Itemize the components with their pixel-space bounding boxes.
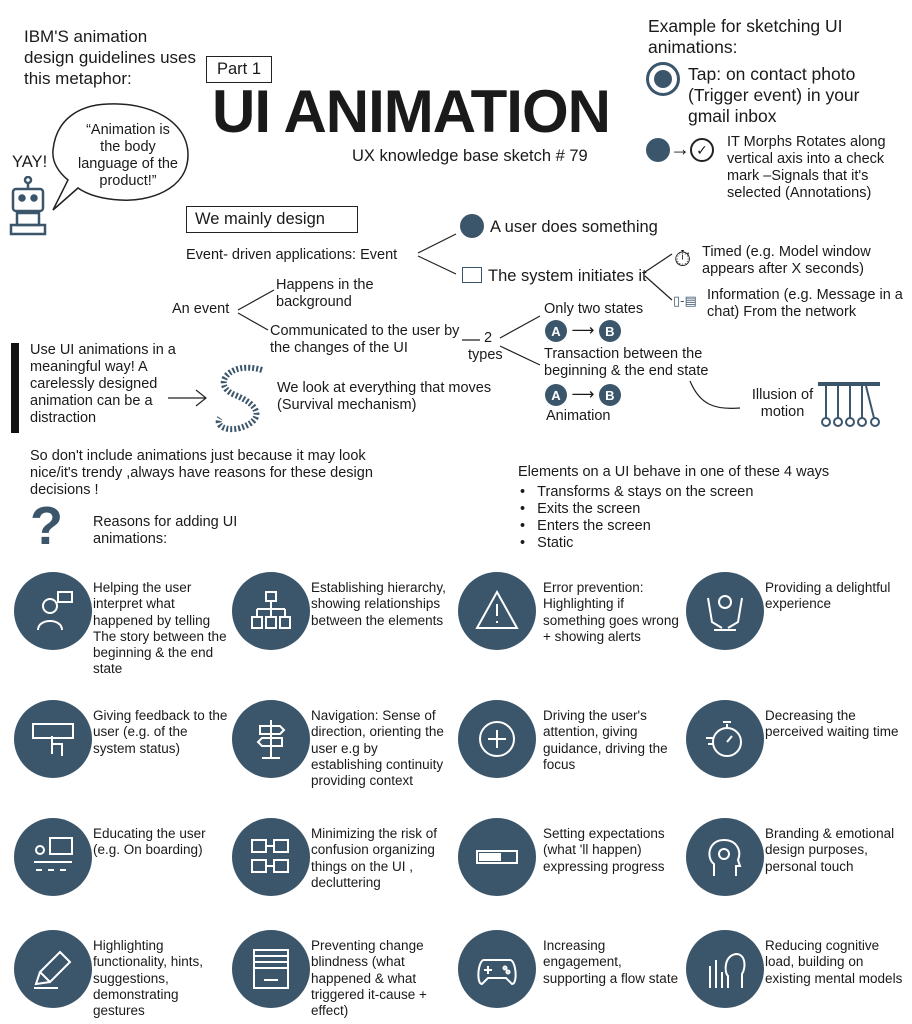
intro-text: IBM'S animation design guidelines uses t… — [24, 27, 197, 88]
reason-text: Branding & emotional design purposes, pe… — [765, 826, 895, 874]
way-item: • Enters the screen — [520, 518, 651, 534]
ways-list: • Transforms & stays on the screen • Exi… — [520, 484, 753, 552]
quote-text: “Animation is the body language of the p… — [78, 122, 178, 189]
morph-text: IT Morphs Rotates along vertical axis in… — [727, 134, 886, 201]
yay-text: YAY! — [12, 153, 48, 171]
reason-text: Educating the user (e.g. On boarding) — [93, 826, 206, 858]
reason-text: Setting expectations (what 'll happen) e… — [543, 826, 665, 874]
reason-text: Giving feedback to the user (e.g. of the… — [93, 708, 228, 756]
moves-text: We look at everything that moves (Surviv… — [277, 380, 492, 413]
subtitle: UX knowledge base sketch # 79 — [352, 147, 588, 165]
types-text: types — [468, 347, 503, 363]
rating-tap-icon — [14, 700, 92, 778]
reason-text: Decreasing the perceived waiting time — [765, 708, 899, 740]
part-label: Part 1 — [206, 56, 273, 83]
reason-text: Navigation: Sense of direction, orientin… — [311, 708, 444, 789]
way-item: • Transforms & stays on the screen — [520, 484, 754, 500]
transaction-text: Transaction between the beginning & the … — [544, 346, 709, 379]
connector-lines — [168, 233, 880, 433]
user-text: A user does something — [490, 218, 658, 236]
reason-text: Preventing change blindness (what happen… — [311, 938, 427, 1019]
reason-text: Providing a delightful experience — [765, 580, 891, 612]
reason-text: Driving the user's attention, giving gui… — [543, 708, 668, 772]
ways-heading: Elements on a UI behave in one of these … — [518, 464, 830, 480]
reason-text: Reducing cognitive load, building on exi… — [765, 938, 903, 986]
reasons-note: So don't include animations just because… — [30, 448, 373, 498]
speech-bubble — [52, 103, 189, 211]
window-icon — [232, 930, 310, 1008]
reason-text: Minimizing the risk of confusion organiz… — [311, 826, 438, 890]
way-item: • Static — [520, 535, 574, 551]
illusion-text: Illusion of motion — [751, 387, 814, 420]
reason-text: Error prevention: Highlighting if someth… — [543, 580, 679, 644]
two-text: 2 — [484, 330, 493, 346]
only-two-text: Only two states — [544, 301, 644, 317]
head-idea-icon — [686, 818, 764, 896]
message-icon: ▯-▤ — [673, 293, 697, 308]
way-item: • Exits the screen — [520, 501, 641, 517]
stopwatch-icon — [686, 700, 764, 778]
hands-icon — [686, 572, 764, 650]
robot-icon — [9, 176, 47, 236]
reasons-heading: Reasons for adding UI animations: — [93, 514, 238, 547]
warning-icon — [458, 572, 536, 650]
tap-text: Tap: on contact photo (Trigger event) in… — [688, 64, 860, 126]
hierarchy-icon — [232, 572, 310, 650]
gamepad-icon — [458, 930, 536, 1008]
animation-text: Animation — [546, 408, 611, 424]
system-text: The system initiates it — [488, 267, 647, 285]
an-event-text: An event — [172, 301, 230, 317]
progress-bar-icon — [458, 818, 536, 896]
organize-icon — [232, 818, 310, 896]
question-icon: ? — [30, 496, 63, 556]
side-note: Use UI animations in a meaningful way! A… — [30, 342, 176, 426]
timed-text: Timed (e.g. Model window appears after X… — [702, 244, 871, 277]
system-icon — [462, 267, 482, 283]
reason-text: Increasing engagement, supporting a flow… — [543, 938, 679, 986]
anim-a-b: A ⟶ B — [545, 384, 621, 406]
example-heading: Example for sketching UI animations: — [648, 16, 843, 57]
info-text: Information (e.g. Message in a chat) Fro… — [707, 287, 903, 320]
state-a-b: A ⟶ B — [545, 320, 621, 342]
stopwatch-small-icon: ⏱ — [674, 246, 692, 271]
contact-photo-icon — [646, 62, 680, 96]
note-bar — [11, 343, 19, 433]
background-text: Happens in the background — [276, 277, 374, 310]
page-title: UI ANIMATION — [212, 78, 611, 145]
user-speech-icon — [14, 572, 92, 650]
signpost-icon — [232, 700, 310, 778]
event-apps-text: Event- driven applications: Event — [186, 247, 398, 263]
communicated-text: Communicated to the user by the changes … — [270, 323, 460, 356]
morph-icon: →✓ — [646, 138, 714, 162]
user-icon — [460, 214, 484, 238]
focus-icon — [458, 700, 536, 778]
reason-text: Highlighting functionality, hints, sugge… — [93, 938, 204, 1019]
presentation-icon — [14, 818, 92, 896]
brain-icon — [686, 930, 764, 1008]
reason-text: Helping the user interpret what happened… — [93, 580, 227, 677]
design-box: We mainly design — [186, 206, 358, 233]
reason-text: Establishing hierarchy, showing relation… — [311, 580, 446, 628]
highlighter-icon — [14, 930, 92, 1008]
